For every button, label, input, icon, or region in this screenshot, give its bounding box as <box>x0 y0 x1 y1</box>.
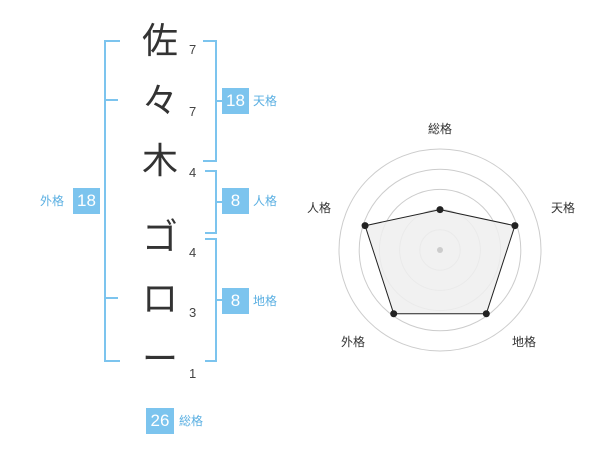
stroke-count-6: 1 <box>189 366 197 381</box>
radar-grid-ring <box>358 168 522 332</box>
name-char-3: 木 <box>141 141 178 182</box>
radar-axis-label-gaikaku: 外格 <box>341 334 365 349</box>
radar-points <box>361 206 519 318</box>
radar-axis-label-chikaku: 地格 <box>512 334 536 349</box>
chikaku-connector <box>215 299 222 301</box>
stroke-count-1: 7 <box>189 42 197 57</box>
stroke-count-5: 3 <box>189 305 197 320</box>
tenkaku-label: 天格 <box>253 94 278 108</box>
gaikaku-label: 外格 <box>40 194 65 208</box>
radar-point-4 <box>361 222 369 230</box>
radar-axis-label-jinkaku: 人格 <box>307 200 331 215</box>
gaikaku-bracket <box>104 40 120 362</box>
gaikaku-tick-1 <box>104 99 118 101</box>
chikaku-value-box: 8 <box>222 288 249 314</box>
jinkaku-label: 人格 <box>253 194 278 208</box>
radar-point-3 <box>390 310 398 318</box>
stroke-count-3: 4 <box>189 165 197 180</box>
soukaku-value-box: 26 <box>146 408 174 434</box>
jinkaku-value-box: 8 <box>222 188 249 214</box>
stroke-count-2: 7 <box>189 104 197 119</box>
radar-point-2 <box>482 310 490 318</box>
chikaku-label: 地格 <box>253 294 278 308</box>
radar-grid-ring <box>338 148 542 352</box>
jinkaku-connector <box>215 201 222 203</box>
radar-point-0 <box>436 206 444 214</box>
gaikaku-tick-2 <box>104 297 118 299</box>
name-char-2: 々 <box>141 81 178 122</box>
gaikaku-value-box: 18 <box>73 188 100 214</box>
radar-center-dot <box>437 247 443 253</box>
stroke-count-4: 4 <box>189 245 197 260</box>
soukaku-label: 総格 <box>179 414 204 428</box>
radar-axis-label-soukaku: 総格 <box>428 121 452 136</box>
radar-point-1 <box>511 222 519 230</box>
name-char-1: 佐 <box>141 21 178 62</box>
name-char-5: ロ <box>141 279 178 320</box>
tenkaku-value-box: 18 <box>222 88 249 114</box>
radar-axis-label-tenkaku: 天格 <box>551 200 575 215</box>
tenkaku-connector <box>215 100 222 102</box>
name-char-4: ゴ <box>141 217 178 258</box>
radar-area <box>364 209 516 315</box>
name-char-6: ー <box>141 339 178 380</box>
